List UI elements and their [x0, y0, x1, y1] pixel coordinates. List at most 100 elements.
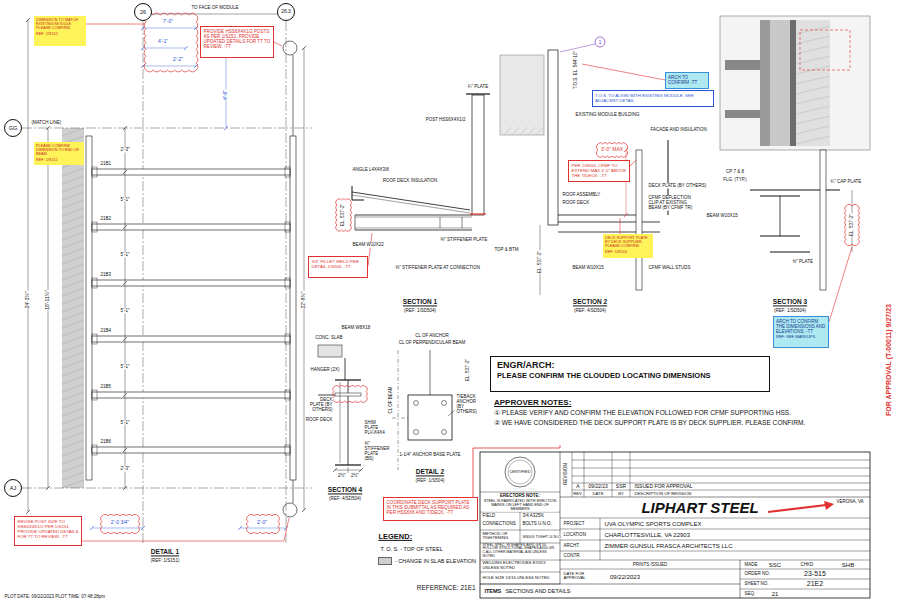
drawing-label: ZIMMER GUNSUL FRASCA ARCHITECTS LLC	[604, 542, 733, 549]
logo-arrowhead	[824, 501, 834, 510]
concrete-slab	[318, 345, 342, 357]
stiffener	[462, 217, 463, 228]
drawing-label: CFMF DEFLECTION CLIP AT EXISTING BEAM (B…	[648, 196, 699, 211]
drawing-label: SHB	[841, 561, 854, 568]
grid-bubble: 26.3	[277, 3, 295, 21]
dimension-tick	[224, 126, 228, 130]
drawing-label: ⅜" STIFFENER PLATE	[440, 238, 488, 243]
grid-bubble: 26	[134, 3, 152, 21]
drawing-label: ERECTORS NOTE:	[500, 494, 541, 499]
wall-layer	[796, 20, 830, 146]
drawing-label: ⅜" STIFFENER PLATE AT CONNECTION	[395, 266, 480, 271]
drawing-label: TIEBACK ANCHOR (BY OTHERS)	[456, 395, 477, 415]
drawing-label: ITEMS	[484, 588, 502, 594]
drawing-label: MADE	[744, 562, 758, 567]
dimension-tick	[141, 526, 145, 530]
review-callout: 3/4" FILLET WELD PER DETAIL 1/S505. -TT	[308, 256, 368, 278]
hatch-line	[62, 296, 84, 304]
node-text: ① PLEASE VERIFY AND CONFIRM THE ELEVATIO…	[494, 409, 866, 417]
grid-bubble: GG	[4, 119, 22, 137]
drawing-label: SSC	[768, 561, 781, 568]
drawing-label: (REF: 4/SD504)	[574, 309, 607, 314]
hatch-line	[62, 224, 84, 232]
table-line	[630, 452, 631, 497]
drawing-label: CL OF BEAM	[389, 386, 394, 414]
dimension-line	[143, 48, 186, 49]
hatch-line	[62, 176, 84, 184]
beam-line	[355, 228, 472, 229]
dimension-text: 4'-1"	[158, 39, 169, 45]
table-line	[560, 540, 870, 541]
clip-angle	[92, 222, 97, 232]
drawing-label: ROOF DECK	[305, 418, 333, 423]
drawing-label: DECK PLATE (BY OTHERS)	[308, 398, 333, 413]
dimension-text: 2'-2"	[173, 57, 184, 63]
drawing-label: SSR	[615, 484, 626, 490]
revision-cloud	[333, 386, 368, 403]
dimension-tick	[123, 170, 127, 174]
node-text: PER 1/S504, CFMF TO EXTEND MAX 3'-0" ABO…	[572, 163, 627, 178]
wall-section-inset	[720, 16, 870, 150]
title-block	[480, 452, 870, 598]
drawing-label: 21B6	[100, 440, 111, 445]
legend-swatch	[378, 557, 392, 565]
drawing-label: ORDER NO.	[744, 572, 770, 577]
roof-deck	[352, 192, 470, 210]
drawing-label: 2½"	[338, 474, 347, 479]
node-text: GG	[9, 125, 18, 131]
dimension-line	[143, 66, 196, 67]
dimension-tick	[238, 526, 242, 530]
drawing-label: ¼" PLATE	[467, 85, 488, 90]
drawing-label: EL. 537'-2"	[850, 214, 855, 237]
clip-angle	[285, 278, 290, 288]
drawing-label: POST HSS6X4X1/2	[425, 118, 466, 123]
review-callout: PROVIDE HSS6X4X1/2 POSTS AS PER 1/S151. …	[200, 26, 274, 58]
hatch-line	[62, 216, 84, 224]
joist	[92, 224, 290, 230]
drawing-label: 2'-3"	[120, 467, 130, 472]
drawing-label: 21B2	[100, 217, 111, 222]
drawing-label: CFMF WALL STUDS	[648, 266, 691, 271]
drawing-label: ⅜" STIFFENER PLATE (BS)	[364, 442, 389, 462]
drawing-label: (REF: 1/S151)	[150, 559, 180, 564]
drawing-label: T. O. S. - TOP OF STEEL	[380, 546, 443, 552]
drawing-label: BEAM W10X15	[706, 214, 738, 219]
inset-frame	[720, 16, 870, 150]
table-line	[572, 460, 870, 461]
dimension-tick	[46, 126, 50, 130]
drawing-label: CONC. SLAB	[315, 336, 343, 341]
hatch-line	[62, 256, 84, 264]
drawing-label: BY	[618, 491, 624, 496]
drawing-label: 22'-9½"	[301, 291, 307, 309]
dimension-tick	[302, 508, 306, 512]
hatch-line	[528, 127, 536, 135]
leader-line	[829, 247, 852, 322]
table-line	[560, 497, 870, 498]
drawing-label: HOLE SIZE 13/16 UNLESS NOTED	[482, 576, 550, 581]
drawing-label: 21E2	[806, 580, 823, 588]
node-text: 26	[140, 9, 146, 15]
drawing-label: ⅝" PLATE	[792, 260, 813, 265]
hatch-line	[62, 384, 84, 392]
anchor-bolt	[414, 430, 419, 435]
drawing-label: DETAIL 2	[415, 468, 444, 475]
drawing-label: ARCHT.	[563, 543, 580, 548]
dimension-tick	[359, 468, 363, 472]
node-text: APPROVER NOTES:	[494, 398, 866, 407]
hatch-line	[796, 36, 830, 44]
drawing-label: TO FACE OF MODULE	[191, 6, 239, 11]
drawing-label: 2'-3"	[120, 148, 130, 153]
hatch-line	[62, 248, 84, 256]
drawing-label: DATE FOR APPROVAL	[563, 572, 600, 581]
hatch-line	[62, 408, 84, 416]
hatch-line	[62, 400, 84, 408]
existing-module	[500, 55, 544, 135]
legend-text: - CHANGE IN SLAB ELEVATION	[395, 558, 476, 564]
beam-flange	[355, 230, 472, 231]
table-line	[560, 569, 740, 570]
drawing-label: 5'-1"	[120, 365, 130, 370]
node-text: AJ	[10, 485, 16, 491]
weld-mark	[470, 213, 486, 214]
title-block-frame	[480, 452, 870, 598]
hss-post	[548, 50, 558, 225]
